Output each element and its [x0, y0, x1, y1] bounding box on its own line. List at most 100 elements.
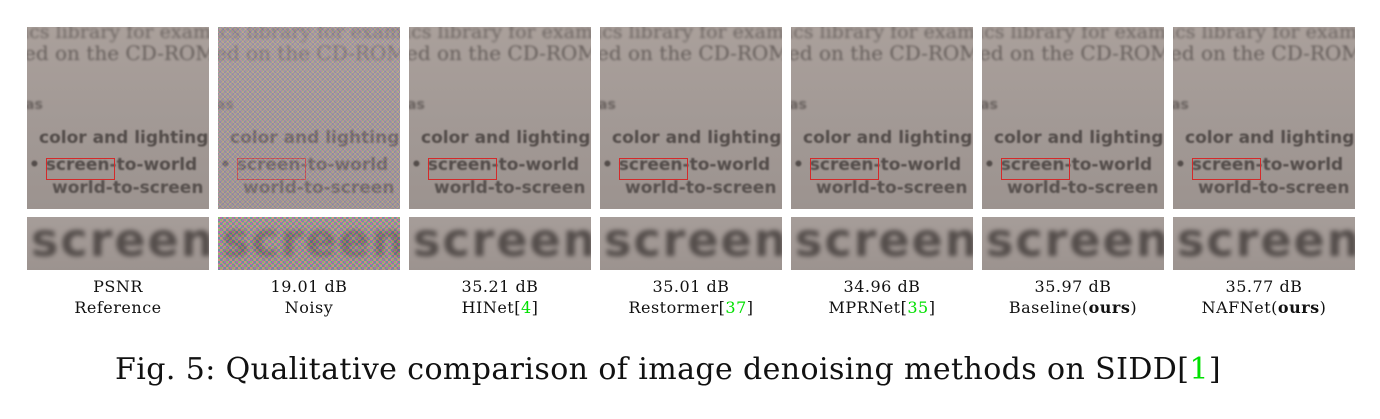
crop-text-line2: ed on the CD-ROM [27, 41, 209, 65]
psnr-value: 35.01 dB [652, 277, 730, 296]
highlight-box [619, 158, 688, 180]
method-suffix: ) [1130, 298, 1138, 317]
highlight-box [237, 158, 306, 180]
highlight-box [810, 158, 879, 180]
crop-text-line4: color and lighting [803, 128, 973, 148]
method-name: Baseline(ours) [972, 298, 1174, 318]
crop-text-line1: ics library for exam [1173, 27, 1355, 43]
caption-suffix: ] [1208, 352, 1221, 387]
method-suffix: ] [531, 298, 539, 317]
crop-text-line1: ics library for exam [791, 27, 973, 43]
crop-text-line6: world-to-screen [52, 178, 204, 198]
zoom-word: screen [604, 217, 782, 267]
crop-text-line6: world-to-screen [625, 178, 777, 198]
method-name: HINet[4] [399, 298, 601, 318]
zoom-word: screen [795, 217, 973, 267]
crop-text-line6: world-to-screen [434, 178, 586, 198]
zoom-word: screen [986, 217, 1164, 267]
crop-text-line3: as [27, 97, 43, 113]
highlight-box [1001, 158, 1070, 180]
method-name: Reference [17, 298, 219, 318]
psnr-value: 35.21 dB [461, 277, 539, 296]
crop-text-line4: color and lighting [230, 128, 400, 148]
method-name: MPRNet[35] [781, 298, 983, 318]
crop-text-line3: as [409, 97, 425, 113]
zoom-crop: screen [218, 217, 400, 270]
crop-text-line6: world-to-screen [816, 178, 968, 198]
crop-text-line2: ed on the CD-ROM [982, 41, 1164, 65]
zoom-word: screen [1177, 217, 1355, 267]
crop-text-line5: • screen-to-world [1175, 155, 1344, 175]
method-name: Restormer[37] [590, 298, 792, 318]
crop-text-line4: color and lighting [612, 128, 782, 148]
crop-text-line5: • screen-to-world [29, 155, 198, 175]
zoom-crop: screen [791, 217, 973, 270]
crop-text-line1: ics library for exam [409, 27, 591, 43]
crop-text-line2: ed on the CD-ROM [1173, 41, 1355, 65]
crop-text-line2: ed on the CD-ROM [409, 41, 591, 65]
crop-text-line3: as [982, 97, 998, 113]
zoom-word: screen [222, 217, 400, 267]
method-citation: 4 [520, 298, 532, 317]
method-label: HINet[ [461, 298, 521, 317]
psnr-value: 19.01 dB [270, 277, 348, 296]
crop-text-line6: world-to-screen [1007, 178, 1159, 198]
crop-text-line2: ed on the CD-ROM [600, 41, 782, 65]
crop-text-line5: • screen-to-world [602, 155, 771, 175]
zoom-crop: screen [409, 217, 591, 270]
method-suffix: ] [928, 298, 936, 317]
highlight-box [428, 158, 497, 180]
crop-text-line1: ics library for exam [218, 27, 400, 43]
method-label: Restormer[ [628, 298, 726, 317]
crop-text-line4: color and lighting [39, 128, 209, 148]
method-label: MPRNet[ [828, 298, 908, 317]
method-ours: ours [1277, 298, 1320, 317]
method-citation: 35 [907, 298, 929, 317]
caption-citation: 1 [1189, 352, 1209, 387]
method-label: Reference [74, 298, 162, 317]
crop-text-line6: world-to-screen [1198, 178, 1350, 198]
method-citation: 37 [725, 298, 747, 317]
method-label: NAFNet( [1201, 298, 1278, 317]
method-name: NAFNet(ours) [1163, 298, 1365, 318]
highlight-box [1192, 158, 1261, 180]
psnr-value: PSNR [93, 277, 143, 296]
psnr-value: 35.77 dB [1225, 277, 1303, 296]
highlight-box [46, 158, 115, 180]
zoom-crop: screen [1173, 217, 1355, 270]
caption-text: Fig. 5: Qualitative comparison of image … [115, 352, 1190, 387]
crop-text-line6: world-to-screen [243, 178, 395, 198]
crop-text-line3: as [1173, 97, 1189, 113]
zoom-crop: screen [27, 217, 209, 270]
crop-text-line4: color and lighting [1185, 128, 1355, 148]
crop-text-line2: ed on the CD-ROM [791, 41, 973, 65]
zoom-word: screen [31, 217, 209, 267]
psnr-value: 35.97 dB [1034, 277, 1112, 296]
crop-text-line5: • screen-to-world [220, 155, 389, 175]
crop-text-line1: ics library for exam [982, 27, 1164, 43]
method-label: Baseline( [1008, 298, 1089, 317]
method-label: Noisy [284, 298, 334, 317]
method-ours: ours [1088, 298, 1131, 317]
psnr-value: 34.96 dB [843, 277, 921, 296]
zoom-crop: screen [982, 217, 1164, 270]
method-suffix: ] [746, 298, 754, 317]
crop-text-line4: color and lighting [994, 128, 1164, 148]
crop-text-line5: • screen-to-world [411, 155, 580, 175]
crop-text-line2: ed on the CD-ROM [218, 41, 400, 65]
zoom-crop: screen [600, 217, 782, 270]
crop-text-line4: color and lighting [421, 128, 591, 148]
crop-text-line5: • screen-to-world [793, 155, 962, 175]
zoom-word: screen [413, 217, 591, 267]
figure-caption: Fig. 5: Qualitative comparison of image … [0, 352, 1336, 387]
crop-text-line3: as [791, 97, 807, 113]
crop-text-line1: ics library for exam [600, 27, 782, 43]
